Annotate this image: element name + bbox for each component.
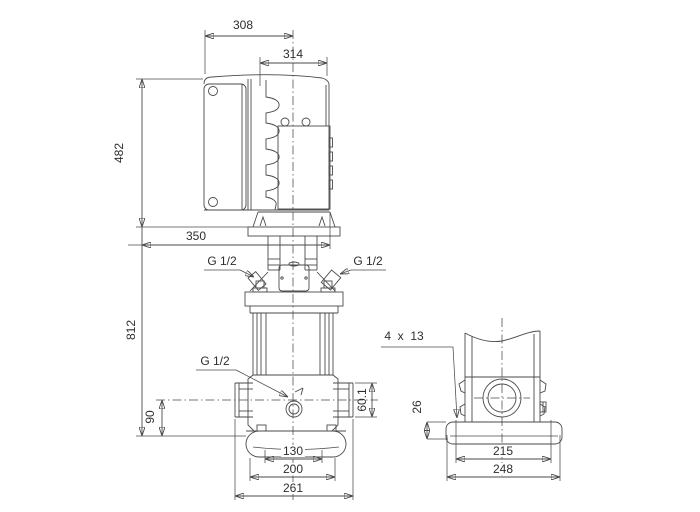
dim-label-motor-depth: 308 xyxy=(232,18,254,32)
dim-label-motor-width: 314 xyxy=(282,47,304,61)
dim-label-total-height: 812 xyxy=(124,319,138,341)
dim-label-gauge-port-left: G 1/2 xyxy=(207,254,237,268)
dim-label-port-to-port: 261 xyxy=(280,481,306,495)
dim-label-port-flange-size: 60.1 xyxy=(355,388,369,412)
side-view xyxy=(445,330,563,445)
centerlines xyxy=(156,30,530,500)
dim-label-base-height: 26 xyxy=(410,400,424,414)
dim-label-base-slot-spacing: 130 xyxy=(280,444,306,458)
front-view-coupling xyxy=(247,236,342,293)
dim-label-head-depth: 350 xyxy=(185,229,207,243)
dim-label-base-mid-width: 200 xyxy=(280,462,306,476)
dim-label-port-center-height: 90 xyxy=(143,410,157,424)
dim-label-gauge-port-right: G 1/2 xyxy=(353,254,383,268)
dimension-lines xyxy=(128,30,561,500)
dim-label-bolt-holes: 4 x 13 xyxy=(384,329,424,343)
dim-label-drain-port: G 1/2 xyxy=(200,354,230,368)
front-view-pump-body xyxy=(234,291,354,458)
dim-label-side-hole-spacing: 215 xyxy=(490,444,516,458)
dim-label-motor-height: 482 xyxy=(112,142,126,164)
front-view-motor xyxy=(203,74,341,237)
dim-label-side-base-width: 248 xyxy=(490,462,516,476)
